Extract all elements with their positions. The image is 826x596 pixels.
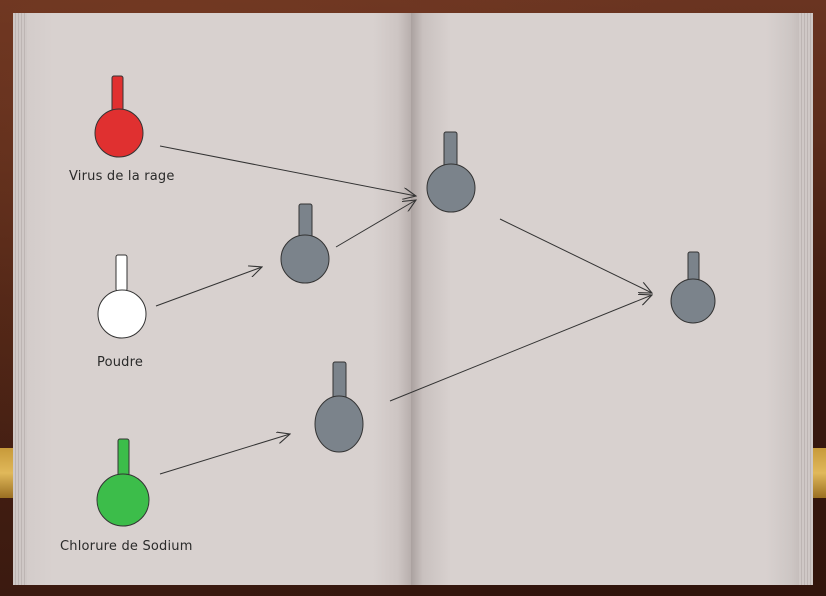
page-edges-left	[13, 13, 27, 585]
sodium-label: Chlorure de Sodium	[60, 539, 193, 554]
right-page	[411, 13, 813, 585]
rage-flask-icon[interactable]	[94, 75, 144, 158]
rage-label: Virus de la rage	[69, 169, 175, 184]
powder-label: Poudre	[97, 355, 144, 370]
arrow-mix-to-mix	[335, 200, 416, 248]
recipe-arrows	[155, 145, 652, 475]
result-flask-icon[interactable]	[314, 361, 364, 453]
left-page	[13, 13, 411, 585]
table-edge-light	[0, 448, 14, 498]
powder-flask-icon[interactable]	[97, 254, 147, 339]
arrow-mix-to-final-top	[499, 218, 652, 293]
arrow-mix-to-final-bottom	[389, 295, 652, 402]
final-flask-icon[interactable]	[670, 251, 716, 324]
sodium-flask-icon[interactable]	[96, 438, 150, 527]
arrow-powder-to-mix	[155, 267, 262, 307]
result-flask-icon[interactable]	[280, 203, 330, 284]
result-flask-icon[interactable]	[426, 131, 476, 213]
page-edges-right	[799, 13, 813, 585]
arrow-sodium-to-mix	[159, 434, 290, 475]
arrow-rage-to-mix	[159, 145, 416, 196]
table-edge-light	[812, 448, 826, 498]
